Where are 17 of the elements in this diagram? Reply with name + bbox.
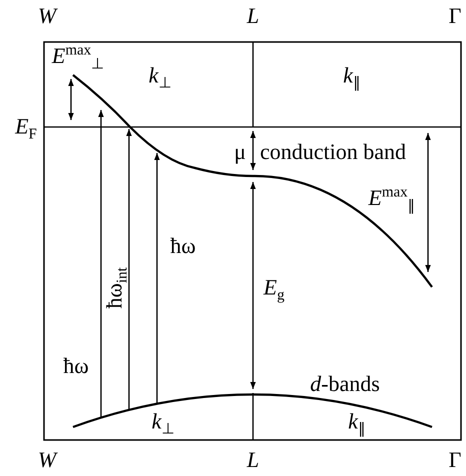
energy-label: E$_{F}$ (15, 115, 37, 143)
energy-label: E$_{g}$ (264, 276, 284, 304)
symmetry-point-label: Γ (448, 449, 462, 471)
energy-label: μ (234, 141, 246, 163)
symmetry-point-label: W (38, 449, 56, 471)
symmetry-point-label: Γ (448, 5, 462, 27)
wavevector-label: k$_{⊥}$ (148, 64, 172, 92)
photon-energy-label: ħω (170, 235, 196, 257)
symmetry-point-label: L (246, 5, 260, 27)
wavevector-label: k$_{∥}$ (348, 410, 366, 438)
wavevector-label: k$_{∥}$ (343, 64, 361, 92)
symmetry-point-label: L (246, 449, 260, 471)
photon-energy-label: ħω (63, 355, 89, 377)
symmetry-point-label: W (38, 5, 56, 27)
wavevector-label: k$_{⊥}$ (152, 410, 174, 438)
band-label: d-bands (310, 373, 380, 395)
band-label: conduction band (260, 141, 406, 163)
